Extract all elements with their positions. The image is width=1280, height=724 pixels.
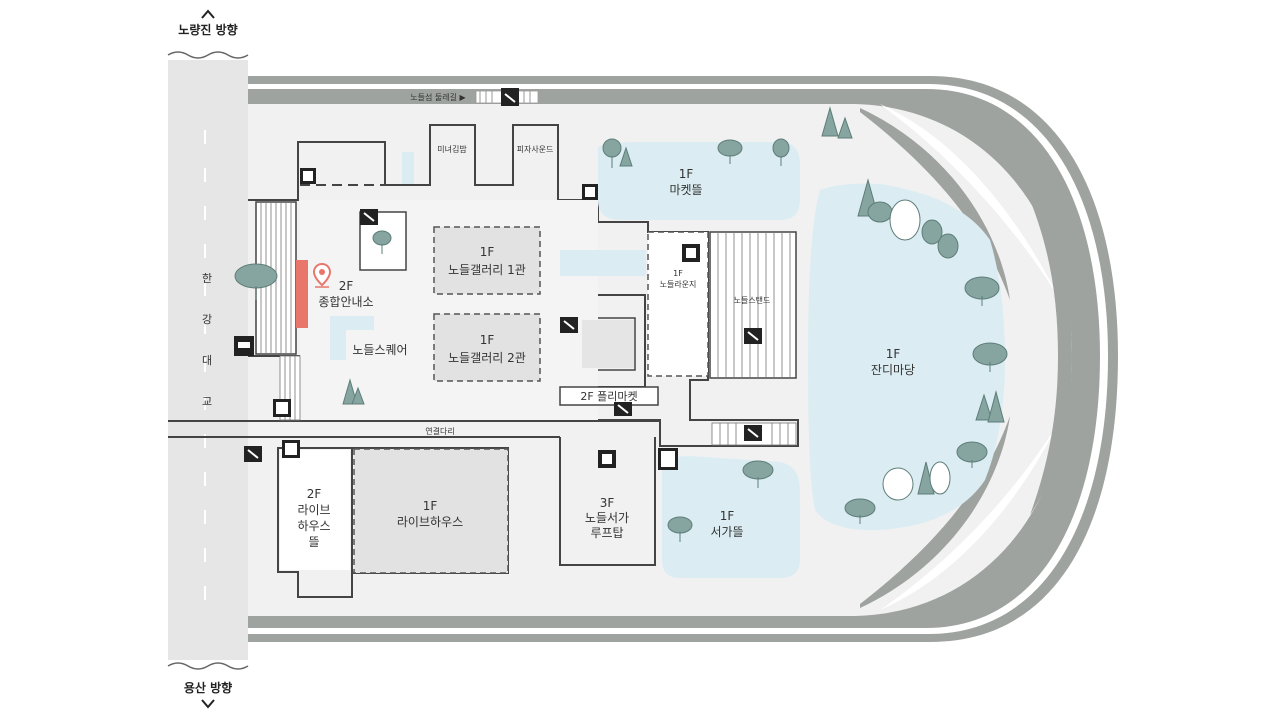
elevator-icon[interactable]: [273, 399, 291, 417]
direction-south[interactable]: 용산 방향: [184, 680, 232, 709]
bridge-name-char-3: 대: [202, 354, 212, 367]
rooftop-label-line-1: 노들서가: [585, 511, 629, 525]
lawn-label-floor: 1F: [886, 347, 901, 361]
location-pin-icon[interactable]: [312, 262, 332, 288]
escalator-icon[interactable]: [560, 317, 578, 333]
gallery-2-label-floor: 1F: [480, 333, 495, 347]
tree-icon: [921, 219, 943, 245]
chevron-down-icon: [201, 699, 215, 709]
tree-icon: [956, 441, 988, 468]
tree-icon: [867, 201, 893, 223]
info-center-desk: [296, 260, 308, 328]
market-field-zone[interactable]: [598, 142, 800, 220]
escalator-icon[interactable]: [744, 328, 762, 344]
info-center-label-name: 종합안내소: [318, 295, 373, 309]
tree-icon: [889, 199, 921, 241]
escalator-icon[interactable]: [614, 402, 632, 416]
tree-icon: [821, 106, 853, 139]
lawn-zone[interactable]: [808, 183, 1005, 531]
bookstore-yard-label-floor: 1F: [720, 509, 735, 523]
restaurant-1-label: 미녀김밥: [437, 144, 467, 154]
walkway-label: 노들섬 둘레길 ▶: [410, 92, 466, 102]
tree-icon: [772, 138, 790, 166]
elevator-icon[interactable]: [282, 440, 300, 458]
tree-icon: [844, 498, 876, 524]
livehouse-yard-zone[interactable]: [280, 450, 350, 570]
rooftop-label-floor: 3F: [600, 496, 615, 510]
tree-icon: [667, 516, 693, 542]
info-center-label-floor: 2F: [339, 279, 354, 293]
escalator-icon[interactable]: [360, 209, 378, 225]
tree-icon: [742, 460, 774, 488]
livehouse-yard-label-floor: 2F: [307, 487, 322, 501]
direction-south-label: 용산 방향: [184, 680, 232, 695]
tree-icon: [342, 378, 365, 405]
bridge-road: 한 강 대 교: [167, 51, 249, 670]
lawn-label-name: 잔디마당: [871, 363, 915, 377]
livehouse-zone[interactable]: [353, 448, 509, 574]
bridge-name-char-4: 교: [202, 395, 212, 408]
tree-icon: [234, 263, 278, 300]
trees: [234, 106, 1008, 542]
bridge-name-char-2: 강: [202, 313, 212, 326]
livehouse-yard-label-line-2: 하우스: [297, 519, 330, 533]
bookstore-yard-label-name: 서가뜰: [710, 525, 743, 539]
tree-icon: [602, 138, 622, 168]
escalator-icon[interactable]: [744, 425, 762, 441]
livehouse-yard-label-line-3: 뜰: [308, 535, 319, 549]
tree-icon: [964, 276, 1000, 306]
livehouse-label-floor: 1F: [423, 499, 438, 513]
bookstore-yard-zone[interactable]: [662, 456, 800, 578]
tree-icon: [929, 461, 951, 495]
bridge-name-char-1: 한: [202, 272, 212, 285]
market-field-label-floor: 1F: [679, 167, 694, 181]
livehouse-yard-label-line-1: 라이브: [297, 503, 330, 517]
tree-icon: [937, 233, 959, 259]
elevator-icon[interactable]: [300, 168, 316, 184]
tree-icon: [975, 390, 1005, 423]
restroom-icon[interactable]: [598, 450, 616, 468]
flea-market-label: 2F 플리마켓: [580, 390, 637, 403]
escalator-icon[interactable]: [244, 446, 262, 462]
tree-icon: [882, 467, 914, 501]
rooftop-label-line-2: 루프탑: [590, 526, 623, 540]
gallery-2-label-name: 노들갤러리 2관: [448, 351, 526, 365]
tree-icon: [619, 146, 633, 167]
elevator-icon[interactable]: [582, 184, 598, 200]
car-icon[interactable]: [234, 336, 254, 356]
lounge-label-name: 노들라운지: [660, 280, 697, 289]
restroom-icon[interactable]: [682, 244, 700, 262]
lounge-label-floor: 1F: [673, 269, 683, 278]
escalator-icon[interactable]: [501, 88, 519, 106]
gallery-1-zone[interactable]: [433, 226, 541, 295]
market-field-label-name: 마켓뜰: [669, 183, 702, 197]
direction-north-label: 노량진 방향: [178, 22, 237, 37]
tree-icon: [717, 139, 743, 164]
stand-label: 노들스탠드: [734, 295, 771, 305]
gallery-1-label-floor: 1F: [480, 245, 495, 259]
square-label: 노들스퀘어: [352, 343, 407, 357]
livehouse-label-name: 라이브하우스: [397, 515, 463, 529]
chevron-up-icon: [201, 9, 215, 19]
gallery-2-zone[interactable]: [433, 313, 541, 382]
restaurant-2-label: 피자사운드: [517, 145, 554, 154]
gallery-1-label-name: 노들갤러리 1관: [448, 263, 526, 277]
connector-label: 연결다리: [425, 426, 454, 436]
tree-icon: [972, 342, 1008, 372]
tree-icon: [372, 230, 392, 254]
flea-market-zone[interactable]: [559, 386, 659, 406]
direction-north[interactable]: 노량진 방향: [178, 9, 238, 37]
elevator-icon[interactable]: [658, 448, 678, 470]
